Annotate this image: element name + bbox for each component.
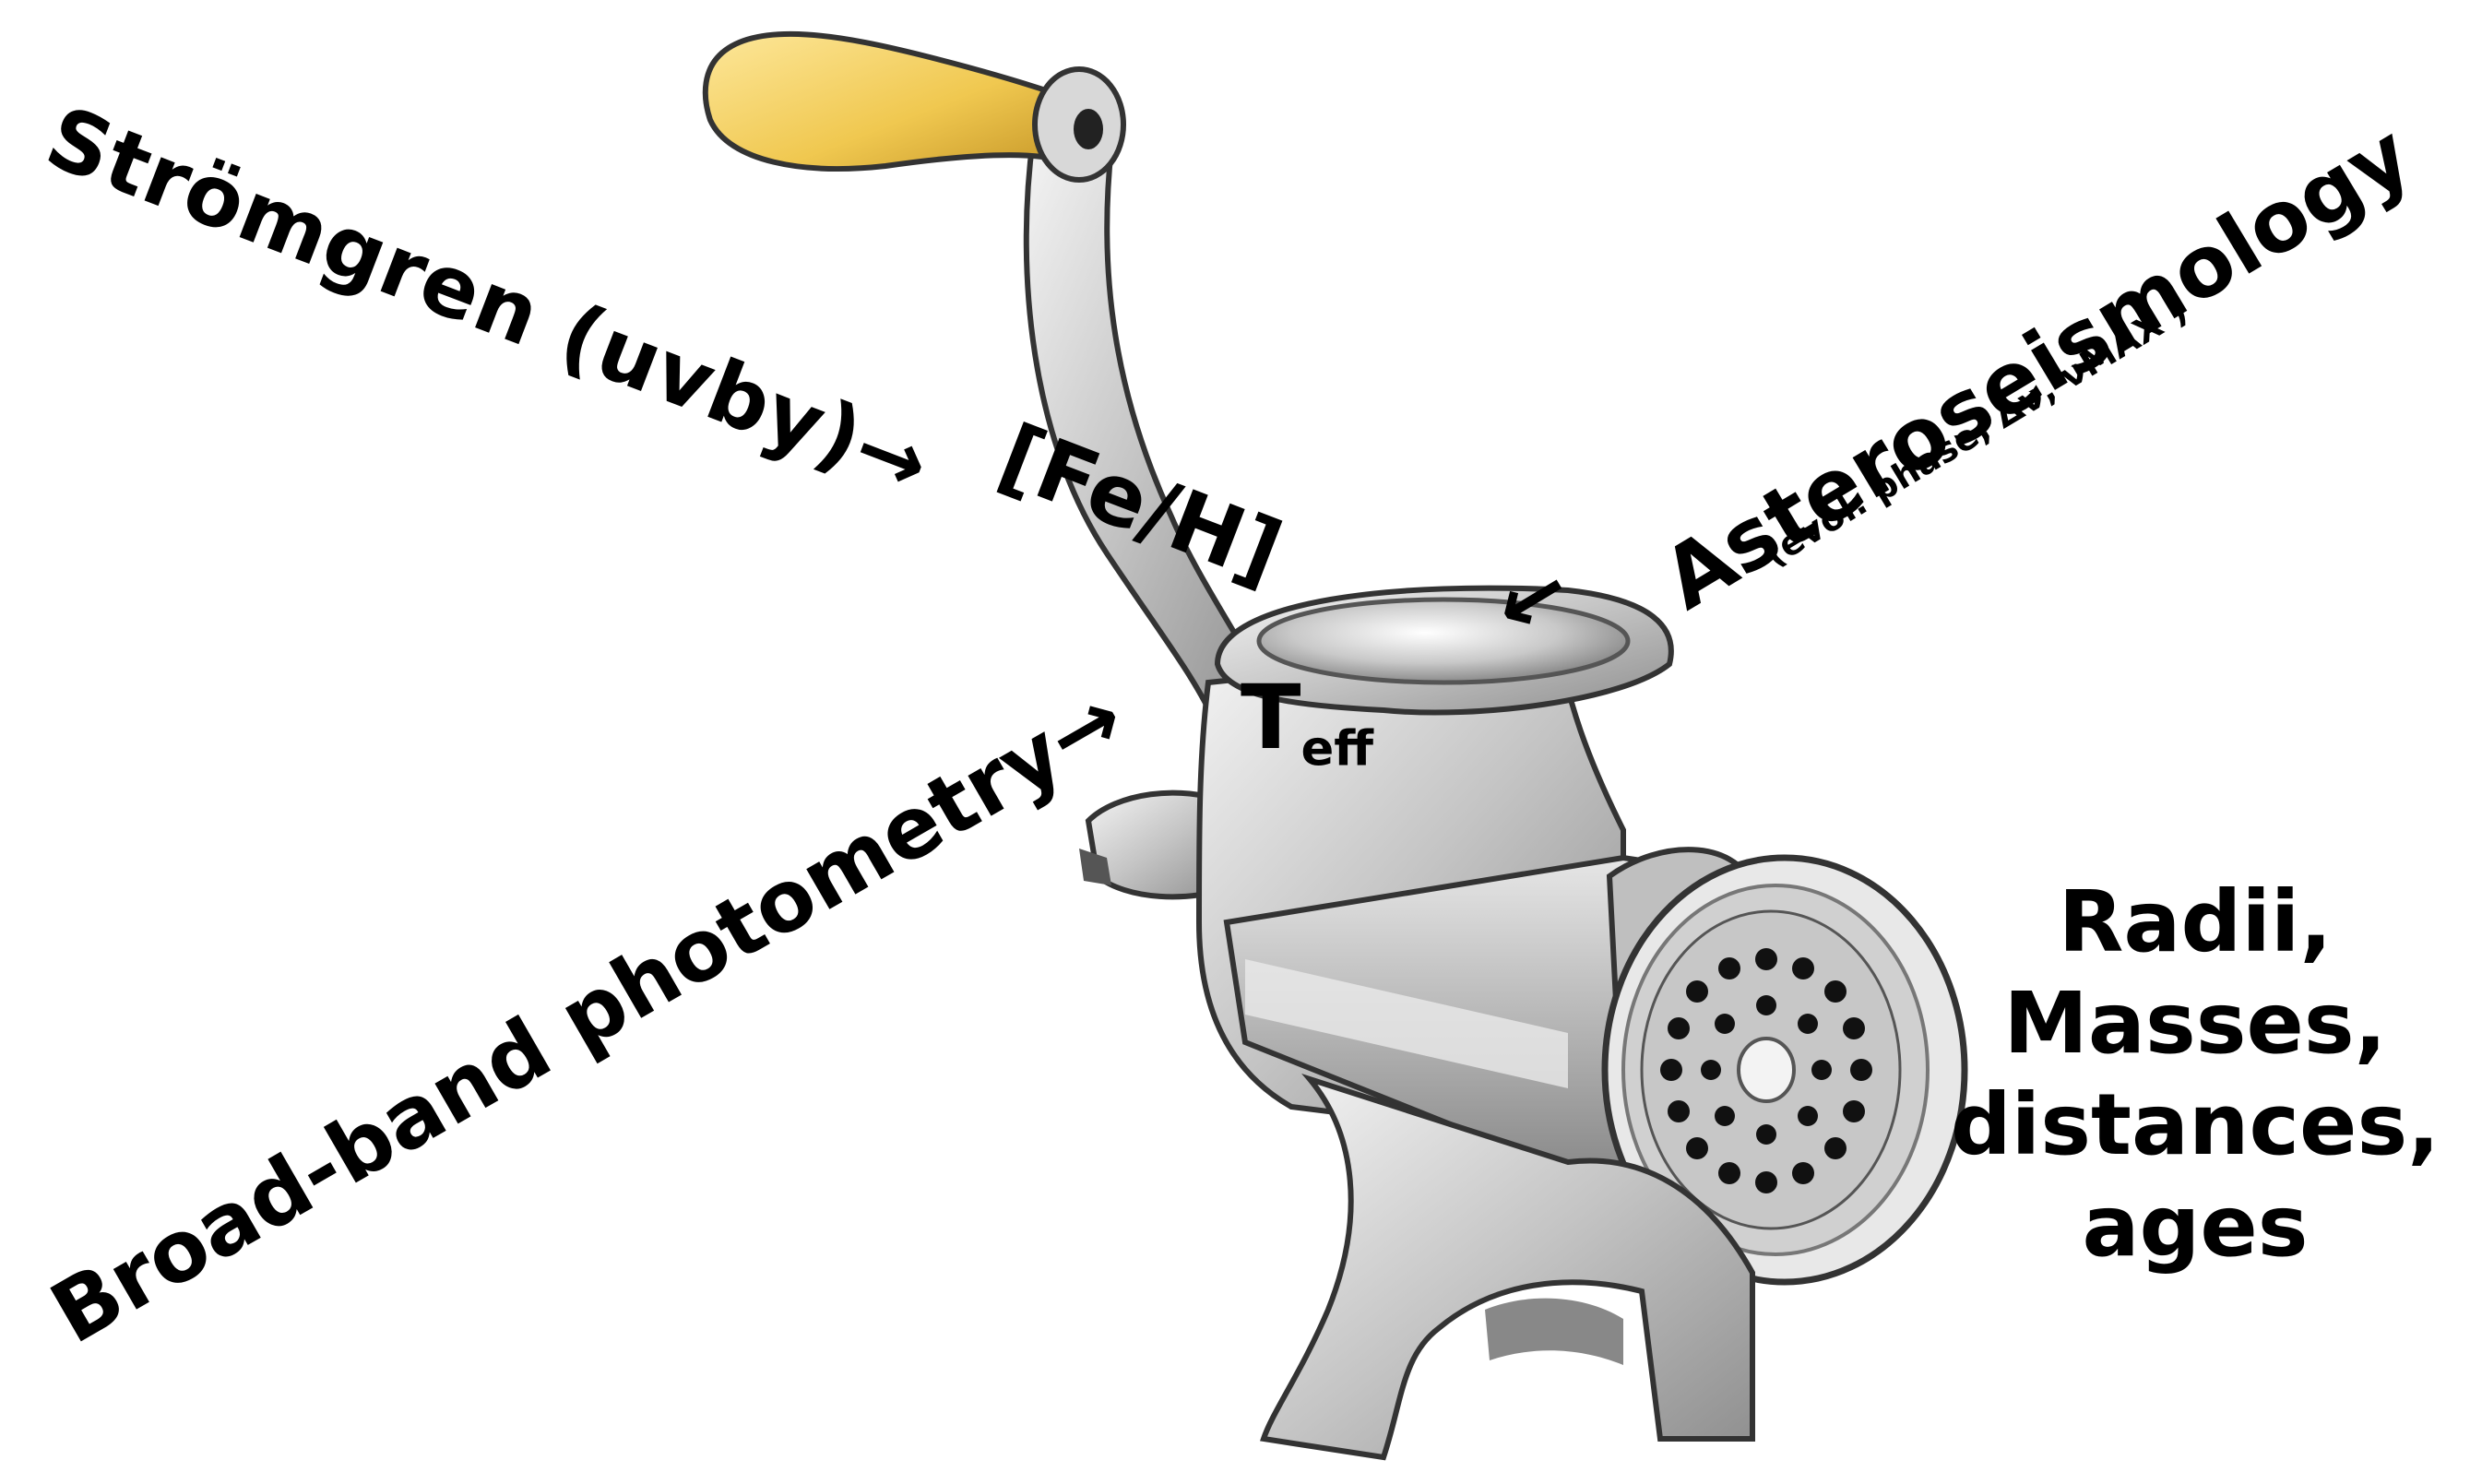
outputs-label: Radii, Masses, distances, ages: [1928, 872, 2463, 1277]
output-line: Radii,: [1928, 872, 2463, 973]
output-line: ages: [1928, 1176, 2463, 1277]
teff-subscript: eff: [1300, 720, 1373, 777]
teff-symbol: T: [1241, 666, 1300, 769]
crank-handle: [706, 34, 1123, 180]
output-line: Masses,: [1928, 973, 2463, 1074]
teff-label: Teff: [1241, 666, 1373, 777]
output-line: distances,: [1928, 1074, 2463, 1176]
